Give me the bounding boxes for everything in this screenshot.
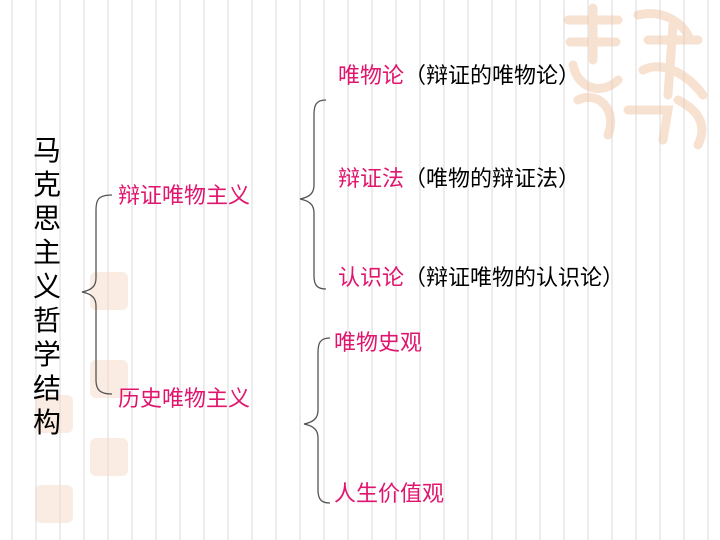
item-dialectics: 辩证法（唯物的辩证法）	[338, 166, 580, 194]
item-historical-view: 唯物史观	[334, 331, 423, 356]
item-term: 辩证法	[338, 167, 405, 192]
calligraphy-decoration	[563, 3, 708, 150]
item-epistemology: 认识论（辩证唯物的认识论）	[338, 265, 624, 293]
seal-decoration	[90, 438, 128, 476]
item-note: （辩证唯物的认识论）	[404, 266, 625, 291]
item-term: 认识论	[338, 266, 405, 291]
branch-label-dialectical-materialism: 辩证唯物主义	[118, 184, 251, 209]
seal-decoration	[35, 395, 73, 433]
item-term: 唯物论	[338, 64, 405, 89]
vertical-title: 马克思主义哲学结构	[32, 134, 61, 439]
item-materialism: 唯物论（辩证的唯物论）	[338, 63, 580, 91]
item-note: （辩证的唯物论）	[404, 64, 581, 89]
branch-label-historical-materialism: 历史唯物主义	[118, 387, 251, 412]
seal-decoration	[35, 485, 73, 523]
item-life-values: 人生价值观	[334, 482, 445, 507]
item-note: （唯物的辩证法）	[404, 167, 581, 192]
